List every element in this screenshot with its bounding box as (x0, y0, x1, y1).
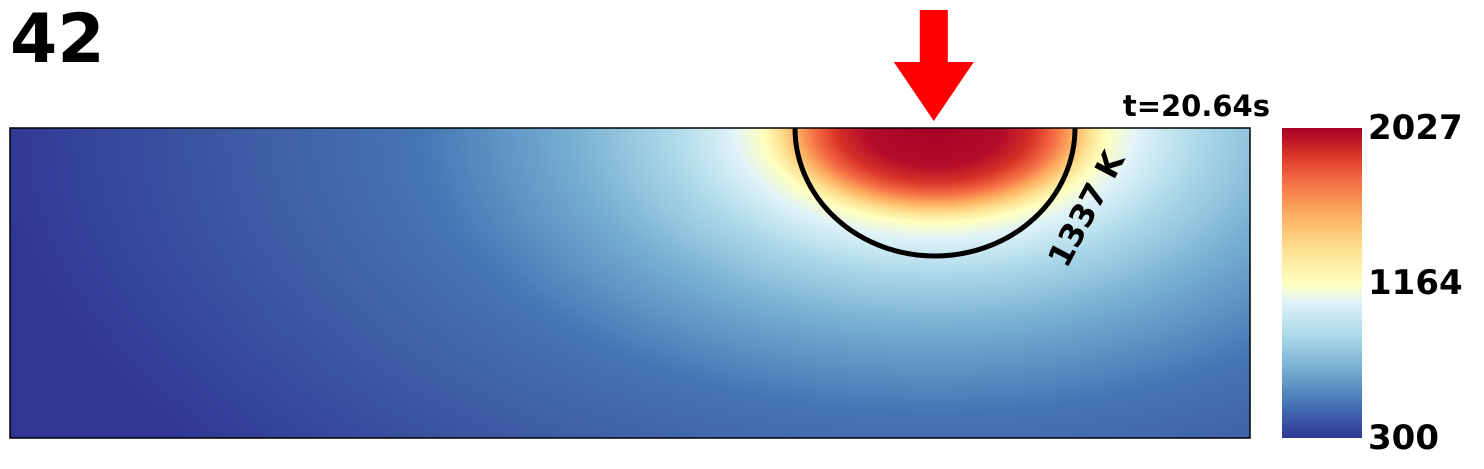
plot-frame (9, 127, 1251, 439)
temperature-field-background (10, 128, 1250, 438)
frame-number: 42 (10, 0, 105, 79)
arrow-head (893, 62, 974, 121)
colorbar-tick-label: 1164 (1368, 262, 1463, 303)
time-label: t=20.64s (1122, 89, 1270, 123)
colorbar (1282, 128, 1362, 438)
temperature-field (10, 128, 1250, 438)
arrow-shaft (919, 10, 948, 62)
melt-pool-contour (792, 128, 1078, 259)
colorbar-tick-label: 2027 (1368, 108, 1463, 148)
heat-source-arrow-icon (893, 10, 974, 121)
colorbar-tick-label: 300 (1368, 418, 1439, 458)
